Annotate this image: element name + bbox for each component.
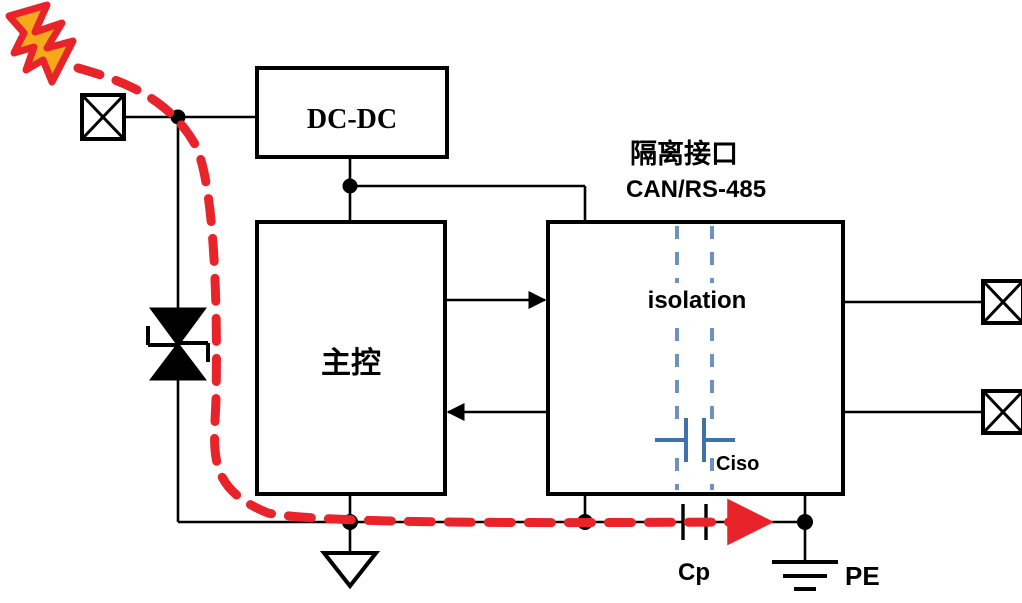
block-mcu-label: 主控: [321, 346, 381, 381]
earth-ground: [772, 560, 838, 591]
interface-title-cn: 隔离接口: [630, 138, 738, 170]
lightning-bolt-icon: [5, 1, 77, 86]
block-mcu[interactable]: 主控: [255, 220, 447, 496]
block-isolation[interactable]: isolation: [546, 220, 845, 496]
pe-label: PE: [845, 561, 880, 591]
junction-pe-node: [797, 514, 813, 530]
interface-title-en: CAN/RS-485: [626, 176, 766, 203]
tvs-triangle-upper: [149, 307, 207, 347]
block-dcdc[interactable]: DC-DC: [255, 66, 449, 159]
terminal-input-left[interactable]: [80, 93, 126, 141]
cap-isolation: [655, 418, 735, 462]
junction-power-bus: [342, 178, 358, 194]
signal-ground-triangle: [319, 551, 381, 590]
tvs-diode: [146, 307, 210, 381]
terminal-blocks: [80, 93, 1022, 435]
isolation-barrier: [675, 226, 714, 490]
signal-arrows: [445, 290, 548, 422]
terminal-bus-right-lower[interactable]: [981, 389, 1022, 435]
signal-ground: [319, 551, 381, 590]
block-dcdc-label: DC-DC: [307, 104, 397, 135]
cap-parasitic-label: Cp: [678, 559, 710, 586]
block-isolation-label: isolation: [648, 287, 747, 314]
surge-current-path: [73, 63, 775, 546]
tvs-triangle-lower: [148, 342, 208, 381]
cap-isolation-label: Ciso: [716, 453, 759, 475]
terminal-bus-right-upper[interactable]: [981, 279, 1022, 325]
